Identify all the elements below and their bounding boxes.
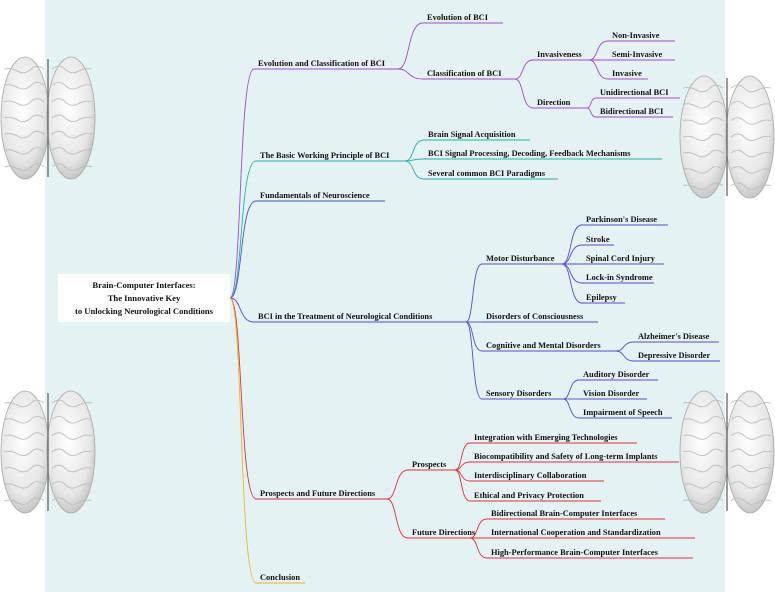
- node-principle: The Basic Working Principle of BCI: [260, 151, 389, 160]
- connector-highperf: [469, 537, 488, 559]
- connector-acquisition: [404, 139, 425, 162]
- node-future: Future Directions: [412, 528, 476, 537]
- connector-evolution: [229, 68, 255, 299]
- connector-stroke: [561, 244, 583, 265]
- connector-conclusion: [229, 297, 257, 584]
- node-epilepsy: Epilepsy: [586, 293, 618, 302]
- node-vision: Vision Disorder: [583, 389, 640, 398]
- connector-non-invasive: [588, 40, 609, 61]
- node-processing: BCI Signal Processing, Decoding, Feedbac…: [428, 149, 631, 158]
- connector-paradigms: [404, 160, 425, 180]
- node-biocompat: Biocompatibility and Safety of Long-term…: [474, 452, 658, 461]
- node-motor: Motor Disturbance: [486, 254, 555, 263]
- node-invasive: Invasive: [612, 69, 642, 78]
- connector-prospects: [229, 297, 257, 500]
- connector-parkinsons: [561, 224, 583, 265]
- brain-illustration-top-left: [0, 56, 96, 180]
- node-bidir-future: Bidirectional Brain-Computer Interfaces: [491, 509, 638, 518]
- root-title-line-2: The Innovative Key: [107, 293, 181, 303]
- node-treatment: BCI in the Treatment of Neurological Con…: [258, 312, 433, 321]
- node-sensory: Sensory Disorders: [486, 389, 552, 398]
- node-classification: Classification of BCI: [427, 69, 501, 78]
- connector-bidirectional: [586, 107, 597, 118]
- node-conclusion: Conclusion: [260, 573, 300, 582]
- connector-classification: [397, 68, 424, 80]
- node-labels: Evolution and Classification of BCI Evolu…: [258, 13, 710, 582]
- node-consciousness: Disorders of Consciousness: [486, 312, 584, 321]
- connector-ethical: [454, 469, 471, 502]
- node-direction: Direction: [537, 98, 571, 107]
- node-acquisition: Brain Signal Acquisition: [428, 130, 516, 139]
- node-intl: International Cooperation and Standardiz…: [491, 528, 661, 537]
- connector-direction: [514, 78, 534, 109]
- node-evolution: Evolution and Classification of BCI: [258, 59, 385, 68]
- root-node: Brain-Computer Interfaces: The Innovativ…: [58, 274, 230, 322]
- node-unidirectional: Unidirectional BCI: [600, 88, 668, 97]
- connector-fundamentals: [229, 200, 257, 299]
- connector-lines: [229, 22, 720, 584]
- connector-alzheimers: [615, 341, 635, 352]
- brain-illustration-bottom-right: [679, 390, 775, 514]
- connector-bidir-future: [469, 518, 488, 539]
- node-prospects: Prospects and Future Directions: [260, 489, 376, 498]
- brain-illustration-top-right: [679, 75, 775, 199]
- connector-invasive: [588, 59, 609, 80]
- node-depressive: Depressive Disorder: [638, 351, 710, 360]
- node-cognitive: Cognitive and Mental Disorders: [486, 341, 601, 350]
- node-semi-invasive: Semi-Invasive: [612, 50, 663, 59]
- node-invasiveness: Invasiveness: [537, 50, 582, 59]
- connector-biocompat: [454, 461, 471, 471]
- node-auditory: Auditory Disorder: [583, 370, 650, 379]
- connector-auditory: [562, 379, 580, 400]
- brain-illustration-bottom-left: [0, 390, 96, 514]
- connector-lockin: [561, 263, 583, 284]
- node-lockin: Lock-in Syndrome: [586, 273, 653, 282]
- connector-invasiveness: [514, 59, 534, 80]
- connector-unidirectional: [586, 97, 597, 109]
- node-fundamentals: Fundamentals of Neuroscience: [260, 191, 370, 200]
- connector-future: [386, 498, 409, 539]
- node-evo-of: Evolution of BCI: [427, 13, 488, 22]
- node-alzheimers: Alzheimer's Disease: [638, 332, 710, 341]
- node-interdisc: Interdisciplinary Collaboration: [474, 471, 587, 480]
- connector-sensory: [465, 321, 483, 400]
- root-title-line-3: to Unlocking Neurological Conditions: [74, 306, 214, 316]
- node-speech: Impairment of Speech: [583, 408, 663, 417]
- connector-motor: [465, 263, 483, 323]
- connector-principle: [229, 160, 257, 299]
- node-paradigms: Several common BCI Paradigms: [428, 169, 546, 178]
- connector-integration: [454, 442, 471, 471]
- node-highperf: High-Performance Brain-Computer Interfac…: [491, 548, 659, 557]
- node-bidirectional: Bidirectional BCI: [600, 107, 663, 116]
- node-ethical: Ethical and Privacy Protection: [474, 491, 584, 500]
- node-stroke: Stroke: [586, 235, 610, 244]
- node-integration: Integration with Emerging Technologies: [474, 433, 618, 442]
- connector-prospects-sub: [386, 469, 409, 500]
- connector-speech: [562, 398, 580, 419]
- node-spinal: Spinal Cord Injury: [586, 254, 656, 263]
- connector-depressive: [615, 350, 635, 362]
- node-parkinsons: Parkinson's Disease: [586, 215, 657, 224]
- connector-epilepsy: [561, 263, 583, 304]
- root-title-line-1: Brain-Computer Interfaces:: [92, 280, 196, 290]
- connector-treatment: [229, 297, 255, 323]
- node-non-invasive: Non-Invasive: [612, 31, 660, 40]
- node-prospects-sub: Prospects: [412, 460, 447, 469]
- connector-evo-of: [397, 22, 424, 70]
